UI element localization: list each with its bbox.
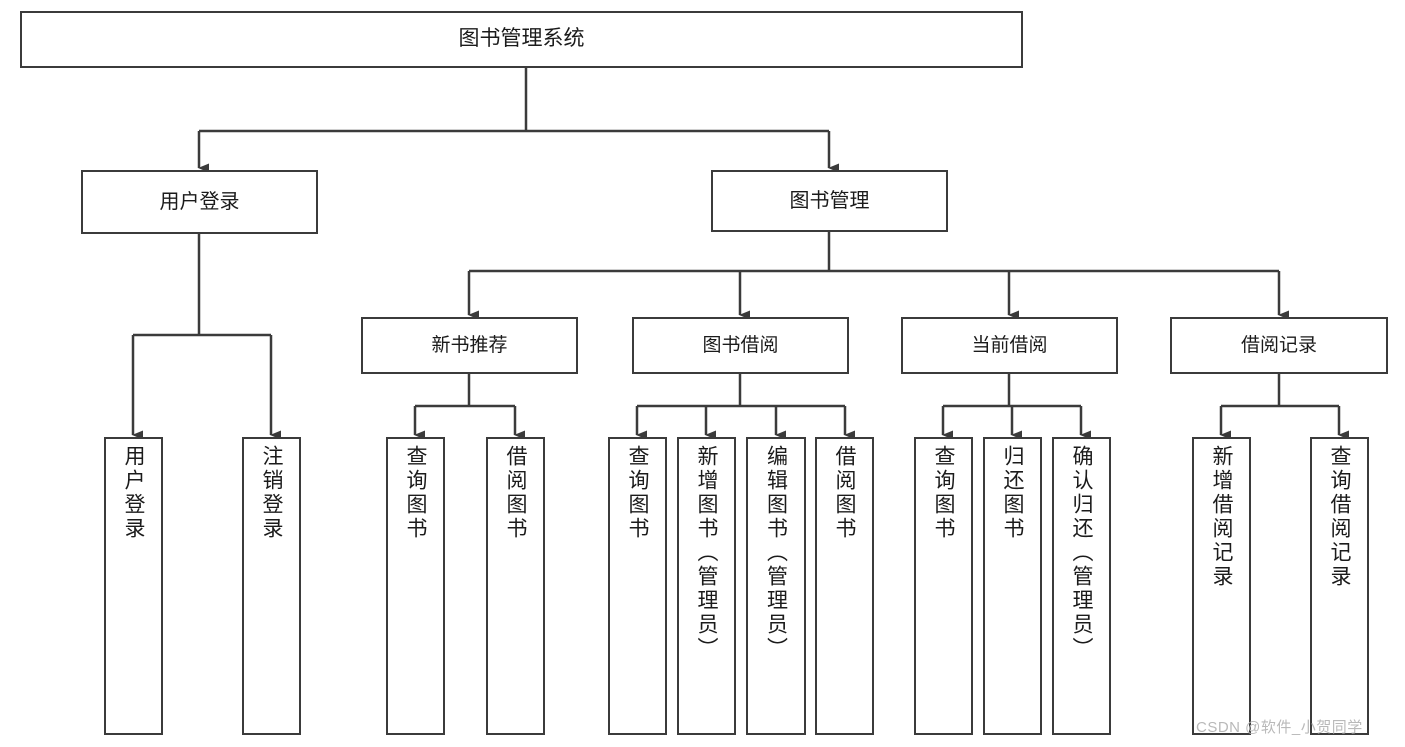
node-leaf-query-book-1[interactable]: 查询图书 (386, 437, 445, 735)
node-leaf-borrow-book-1-label: 借阅图书 (504, 445, 527, 541)
node-leaf-user-logout[interactable]: 注销登录 (242, 437, 301, 735)
node-user-login-label: 用户登录 (159, 190, 240, 213)
node-new-book-rec-label: 新书推荐 (431, 334, 508, 356)
node-leaf-borrow-book-2[interactable]: 借阅图书 (815, 437, 874, 735)
node-user-login[interactable]: 用户登录 (81, 170, 318, 234)
node-leaf-add-record[interactable]: 新增借阅记录 (1192, 437, 1251, 735)
node-leaf-edit-book[interactable]: 编辑图书（管理员） (746, 437, 806, 735)
node-leaf-query-book-3[interactable]: 查询图书 (914, 437, 973, 735)
node-leaf-query-book-2-label: 查询图书 (626, 445, 649, 541)
node-current-borrow-label: 当前借阅 (971, 334, 1048, 356)
node-current-borrow[interactable]: 当前借阅 (901, 317, 1118, 374)
node-leaf-user-login-label: 用户登录 (122, 445, 145, 541)
node-leaf-edit-book-label: 编辑图书（管理员） (764, 445, 788, 661)
csdn-watermark: CSDN @软件_小贺同学 (1196, 719, 1363, 736)
node-borrow-record[interactable]: 借阅记录 (1170, 317, 1388, 374)
node-new-book-rec[interactable]: 新书推荐 (361, 317, 578, 374)
node-borrow-record-label: 借阅记录 (1240, 334, 1317, 356)
node-book-manage[interactable]: 图书管理 (711, 170, 948, 232)
node-leaf-user-logout-label: 注销登录 (260, 445, 283, 541)
node-book-borrow[interactable]: 图书借阅 (632, 317, 849, 374)
node-leaf-add-record-label: 新增借阅记录 (1210, 445, 1233, 589)
node-leaf-return-book[interactable]: 归还图书 (983, 437, 1042, 735)
node-leaf-confirm-return-label: 确认归还（管理员） (1070, 445, 1093, 661)
node-leaf-query-record-label: 查询借阅记录 (1328, 445, 1351, 589)
node-book-borrow-label: 图书借阅 (702, 334, 779, 356)
node-leaf-add-book-label: 新增图书（管理员） (695, 445, 718, 661)
node-root-label: 图书管理系统 (458, 27, 585, 51)
node-leaf-query-book-1-label: 查询图书 (404, 445, 427, 541)
node-leaf-query-book-3-label: 查询图书 (932, 445, 955, 541)
node-book-manage-label: 图书管理 (789, 189, 870, 212)
node-leaf-add-book[interactable]: 新增图书（管理员） (677, 437, 736, 735)
node-leaf-borrow-book-2-label: 借阅图书 (833, 445, 856, 541)
node-leaf-user-login[interactable]: 用户登录 (104, 437, 163, 735)
node-leaf-query-book-2[interactable]: 查询图书 (608, 437, 667, 735)
node-leaf-confirm-return[interactable]: 确认归还（管理员） (1052, 437, 1111, 735)
node-leaf-query-record[interactable]: 查询借阅记录 (1310, 437, 1369, 735)
node-leaf-borrow-book-1[interactable]: 借阅图书 (486, 437, 545, 735)
node-leaf-return-book-label: 归还图书 (1001, 445, 1024, 541)
node-root[interactable]: 图书管理系统 (20, 11, 1023, 68)
